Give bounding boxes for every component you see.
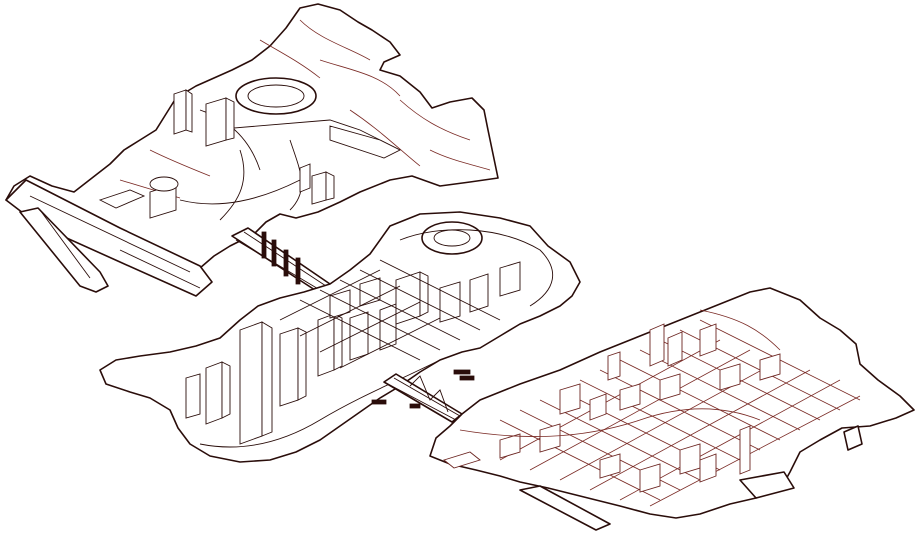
east-buildings [443,323,781,493]
north-stadium-inner [247,84,305,108]
central-stadium [421,221,483,255]
east-pier-east [843,425,863,451]
east-island-landmass [429,287,915,519]
central-island [99,211,581,463]
east-pier-southeast [739,471,795,499]
north-buildings [98,89,402,219]
central-east-bridge [371,369,475,423]
north-central-bridge [231,227,331,293]
north-roads [179,109,401,221]
east-highway [459,309,781,437]
east-pier-south [519,485,611,531]
central-street-grid [279,259,501,369]
north-stadium [235,77,317,115]
north-island [5,3,499,297]
north-terrain-contours [119,19,491,199]
central-skyscrapers [185,261,521,445]
airport-runway-diagonal [19,207,109,293]
airport-runway-markings [29,195,201,289]
east-island [429,287,915,531]
